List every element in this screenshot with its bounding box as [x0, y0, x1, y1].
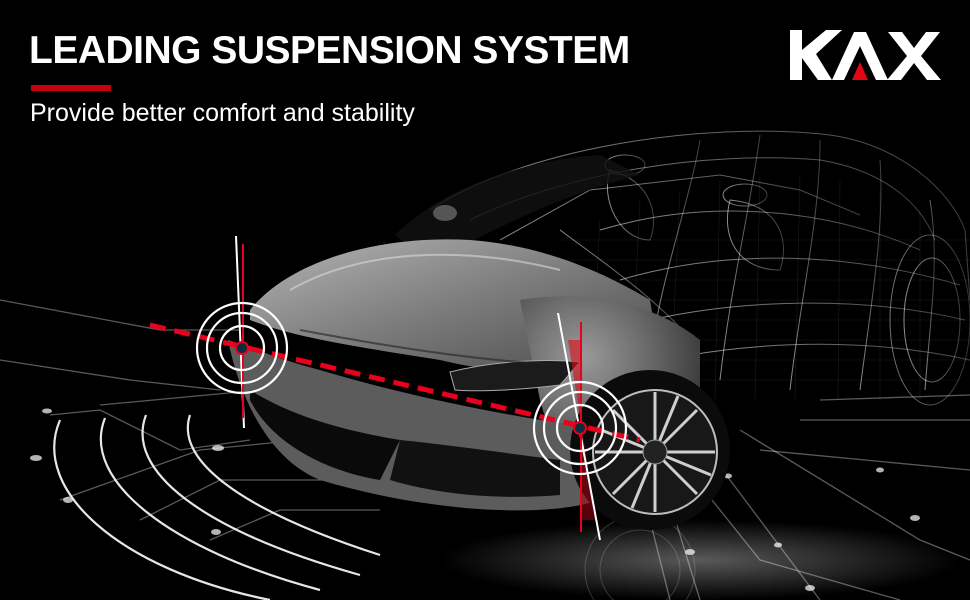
banner-title: LEADING SUSPENSION SYSTEM: [29, 29, 630, 72]
target-right: [532, 312, 628, 541]
target-left: [195, 235, 289, 429]
radar-arcs: [53, 414, 381, 600]
title-accent-bar: [31, 85, 111, 91]
wireframe-car-rear: [429, 130, 970, 406]
alignment-line: [149, 322, 641, 443]
kax-logo: [790, 30, 941, 80]
banner-subtitle: Provide better comfort and stability: [30, 99, 415, 127]
solid-car-front: [228, 155, 730, 530]
